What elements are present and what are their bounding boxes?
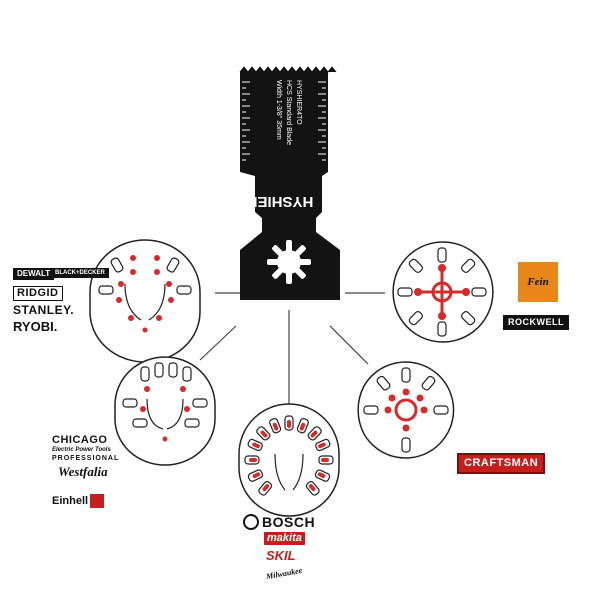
blade-body <box>240 72 340 300</box>
blade-spec-line-3: Width 1-3/8" 35mm <box>275 80 282 140</box>
brand-ryobi: RYOBI. <box>13 319 58 334</box>
brand-einhell: Einhell <box>52 494 105 508</box>
adapter-bottom-left <box>114 356 216 466</box>
brand-chicago: CHICAGO <box>52 434 108 446</box>
brand-bosch-label: BOSCH <box>262 514 316 530</box>
brand-fein: Fein <box>518 262 558 302</box>
blade-brand: HYSHIER <box>246 193 313 210</box>
connector-lower-left <box>199 325 237 361</box>
blade-mount-hole <box>267 240 311 284</box>
bosch-ring-icon <box>243 514 259 530</box>
einhell-mark-icon <box>90 494 105 508</box>
brand-black-decker: BLACK+DECKER <box>51 268 109 278</box>
blade-spec-line-1: HYSHIER4TO <box>295 80 302 125</box>
brand-dewalt: DEWALT <box>13 268 55 280</box>
brand-chicago-professional: PROFESSIONAL <box>52 455 120 462</box>
connector-lower-right <box>329 325 369 365</box>
connector-lines <box>199 292 385 410</box>
blade-teeth <box>239 66 337 73</box>
adapter-bottom-center <box>238 403 340 517</box>
brand-ridgid: RIDGID <box>13 286 63 301</box>
blade-ruler <box>242 81 326 161</box>
brand-makita: makita <box>264 532 305 545</box>
brand-einhell-label: Einhell <box>52 494 89 507</box>
brand-westfalia: Westfalia <box>58 464 108 479</box>
brand-chicago-sub: Electric Power Tools <box>52 447 111 453</box>
brand-skil: SKIL <box>266 548 296 563</box>
brand-stanley: STANLEY. <box>13 303 75 317</box>
blade-spec-line-2: HCS Standard Blade <box>285 80 292 145</box>
adapter-top-left <box>89 239 201 363</box>
blade-spec-text: HYSHIER4TO HCS Standard Blade Width 1-3/… <box>275 80 302 145</box>
brand-bosch: BOSCH <box>243 514 315 530</box>
brand-craftsman: CRAFTSMAN <box>457 453 546 474</box>
main-blade: HYSHIER4TO HCS Standard Blade Width 1-3/… <box>239 66 340 300</box>
adapter-bottom-right <box>357 361 455 459</box>
adapter-right <box>392 241 494 343</box>
brand-rockwell: ROCKWELL <box>503 315 569 330</box>
